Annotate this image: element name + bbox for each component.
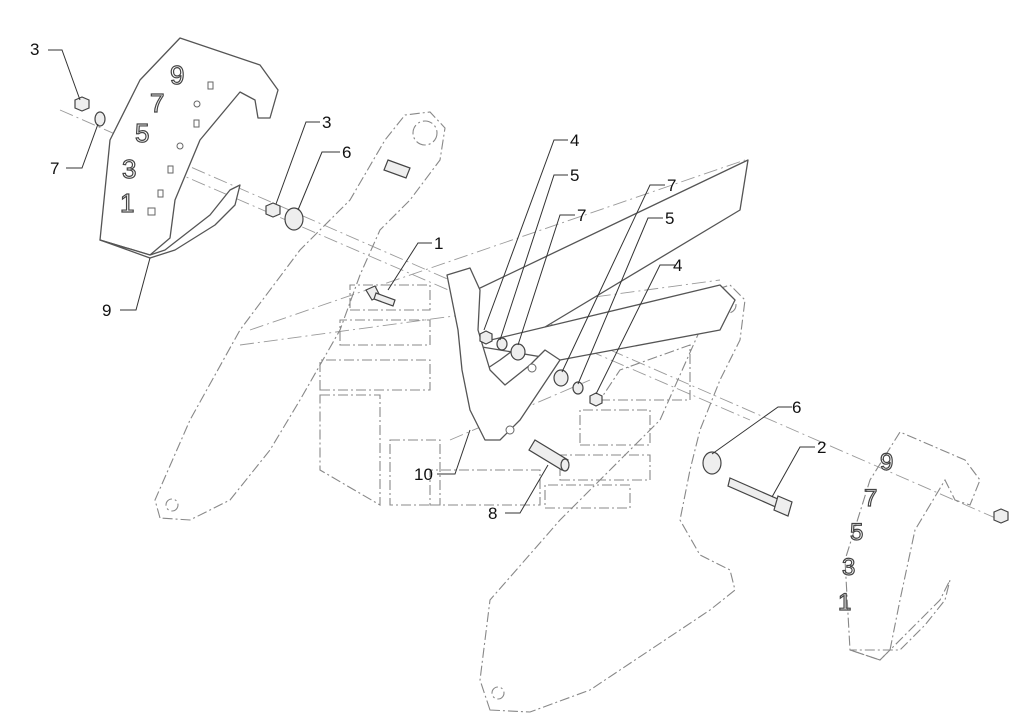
main-bracket-plate-front [154,111,446,521]
washer-icon [284,207,304,231]
callout-leaders [48,49,815,514]
washer-icon [572,381,584,395]
bolt-2-icon [727,477,781,509]
washer-icon [702,451,722,475]
callout-6-left: 6 [342,143,351,162]
scale-plate-left-part-9: 9 7 5 3 1 [99,37,279,259]
latch-hook [446,267,561,441]
callout-3-mid: 3 [322,113,331,132]
scale-right-label-1: 1 [838,589,851,616]
callout-8: 8 [488,504,497,523]
nut-icon [993,508,1009,524]
callout-7-right: 7 [667,176,676,195]
scale-right-label-9: 9 [880,449,893,476]
callout-2: 2 [817,438,826,457]
callout-labels: 3 7 9 3 6 1 4 5 7 7 5 4 6 2 10 8 [30,40,826,523]
washer-icon [496,337,508,351]
callout-5-top: 5 [570,166,579,185]
washer-icon [94,111,106,127]
callout-6-right: 6 [792,398,801,417]
scale-right-label-3: 3 [842,554,855,581]
callout-4-top: 4 [570,131,579,150]
nut-icon [74,96,90,112]
scale-plate-right: 9 7 5 3 1 [837,431,981,661]
washer-icon [553,369,569,387]
scale-left-label-7: 7 [150,88,164,118]
nut-icon [479,330,493,345]
grid-plate [319,284,691,509]
scale-right-label-7: 7 [864,485,877,512]
scale-right-label-5: 5 [850,519,863,546]
callout-10: 10 [414,465,433,484]
callout-1: 1 [434,234,443,253]
washer-icon [510,343,526,361]
callout-7-left: 7 [50,159,59,178]
callout-7-mid: 7 [577,206,586,225]
scale-left-label-3: 3 [122,154,136,184]
spacer-tube-part-8 [528,439,570,472]
nut-icon [589,392,603,407]
hardware [74,96,1009,524]
nut-icon [265,202,281,218]
callout-9: 9 [102,301,111,320]
callout-4-right: 4 [673,256,682,275]
scale-left-label-9: 9 [170,60,184,90]
scale-left-label-5: 5 [135,118,149,148]
stud-icon [383,159,411,179]
callout-3-top-left: 3 [30,40,39,59]
callout-5-right: 5 [665,209,674,228]
scale-left-label-1: 1 [120,188,134,218]
